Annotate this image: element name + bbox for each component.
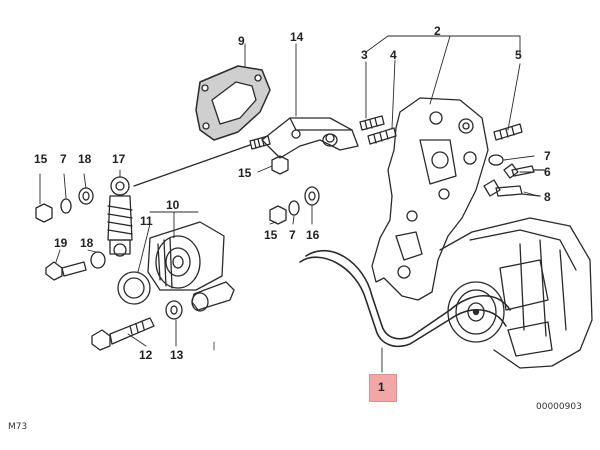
part-label-2[interactable]: 2: [434, 24, 441, 38]
part-label-1[interactable]: 1: [378, 380, 385, 394]
belt-part-1: [299, 250, 511, 348]
stud-bolt: [249, 135, 271, 150]
part-label-9[interactable]: 9: [238, 34, 245, 48]
washer-part-18-lower: [90, 251, 106, 269]
bolt-part-19: [45, 261, 87, 281]
part-label-13[interactable]: 13: [170, 348, 184, 362]
nut-part-15-middle: [271, 155, 289, 175]
bolt-part-12: [91, 317, 155, 351]
part-label-18-lower[interactable]: 18: [80, 236, 94, 250]
part-label-7-middle[interactable]: 7: [289, 228, 296, 242]
gasket-part-9: [195, 65, 271, 141]
support-bracket-part-2: [371, 97, 489, 301]
cap-part-11: [117, 271, 151, 305]
tensioner-part-10: [147, 221, 235, 312]
part-label-5[interactable]: 5: [515, 48, 522, 62]
part-label-17[interactable]: 17: [112, 152, 126, 166]
stud-part-5: [493, 123, 523, 141]
leader-lines: [39, 35, 539, 373]
washer-part-18-top: [78, 187, 94, 205]
page-code: M73: [8, 422, 28, 432]
bracket-part-14: [261, 117, 359, 159]
part-label-15-left[interactable]: 15: [34, 152, 48, 166]
part-label-3[interactable]: 3: [361, 48, 368, 62]
part-label-4[interactable]: 4: [390, 48, 397, 62]
bolt-part-8: [483, 179, 541, 197]
bolt-part-6: [503, 163, 545, 179]
stud-part-4: [367, 127, 397, 145]
washer-part-16: [304, 186, 320, 206]
part-label-6[interactable]: 6: [544, 165, 551, 179]
part-label-15-middle[interactable]: 15: [238, 166, 252, 180]
damper-part-17: [107, 176, 133, 257]
washer-part-7-right: [488, 154, 504, 166]
part-label-18-top[interactable]: 18: [78, 152, 92, 166]
image-number: 00000903: [536, 402, 582, 412]
part-label-10[interactable]: 10: [166, 198, 180, 212]
nut-part-15-left: [35, 203, 53, 223]
alternator: [439, 217, 593, 369]
part-label-7-right[interactable]: 7: [544, 149, 551, 163]
part-label-12[interactable]: 12: [139, 348, 153, 362]
highlighted-part-marker: [369, 374, 397, 402]
washer-part-7-middle: [288, 200, 300, 216]
nut-part-15-lower: [269, 205, 287, 225]
washer-part-7-left: [60, 198, 72, 214]
stud-part-3: [359, 115, 385, 131]
part-label-11[interactable]: 11: [140, 214, 153, 228]
part-label-14[interactable]: 14: [290, 30, 304, 44]
nut-part-15-top: [322, 133, 338, 147]
washer-part-13: [165, 300, 183, 320]
part-label-8[interactable]: 8: [544, 190, 551, 204]
part-label-19[interactable]: 19: [54, 236, 68, 250]
part-label-15-lower[interactable]: 15: [264, 228, 278, 242]
part-label-7-left[interactable]: 7: [60, 152, 67, 166]
part-label-16[interactable]: 16: [306, 228, 320, 242]
